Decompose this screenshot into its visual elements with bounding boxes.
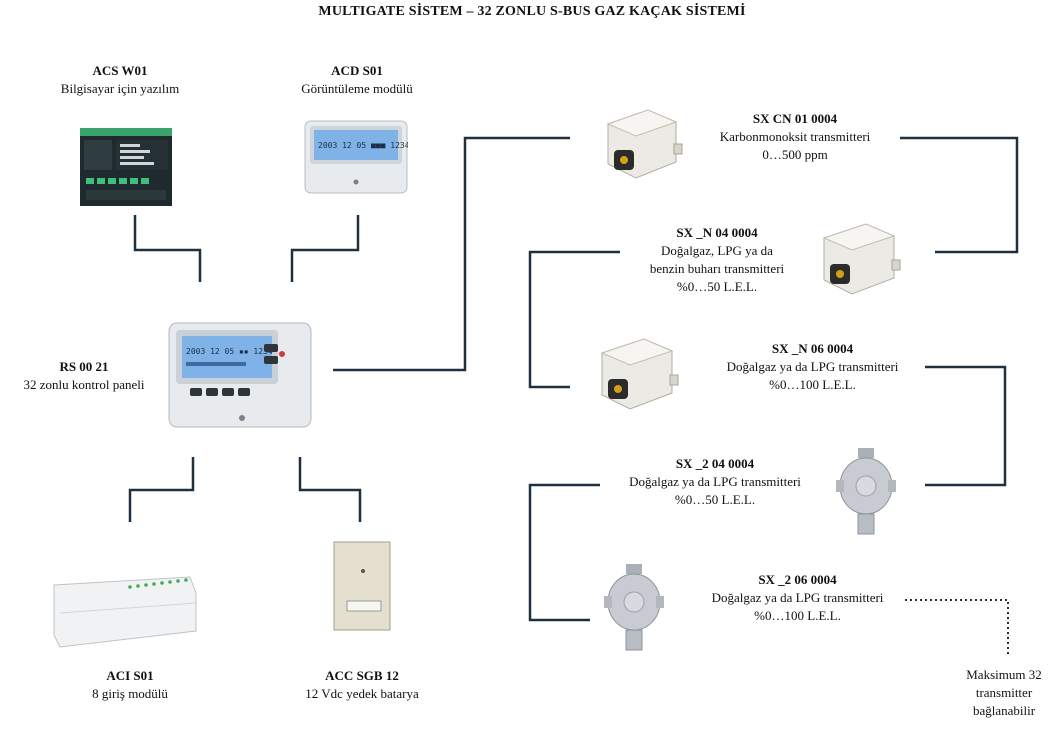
sx-cn-01-line-1: Karbonmonoksit transmitteri [719, 129, 871, 144]
note-line-1: Maksimum 32 [966, 667, 1042, 682]
sx-2-06-label: SX _2 06 0004 Doğalgaz ya da LPG transmi… [685, 571, 910, 625]
sx-n-04-label: SX _N 04 0004 Doğalgaz, LPG ya da benzin… [622, 224, 812, 296]
sx-n-06-code: SX _N 06 0004 [771, 341, 854, 356]
acs-w01-desc: Bilgisayar için yazılım [60, 81, 180, 96]
sx-2-04-label: SX _2 04 0004 Doğalgaz ya da LPG transmi… [600, 455, 830, 509]
input-module-image [53, 576, 197, 648]
acs-w01-label: ACS W01 Bilgisayar için yazılım [30, 62, 210, 98]
computer-software-screen-image [80, 128, 172, 206]
sx-2-04-line-2: %0…50 L.E.L. [674, 492, 756, 507]
control-panel-image: 2003 12 05 ▪▪ 1234 [168, 322, 312, 428]
acd-s01-screen-text: 2003 12 05 ■■■ 1234 [318, 141, 408, 150]
sx-n-06-line-2: %0…100 L.E.L. [769, 377, 856, 392]
sx-n-04-line-2: benzin buharı transmitteri [649, 261, 785, 276]
sx-2-06-line-2: %0…100 L.E.L. [754, 608, 841, 623]
sx-n-06-label: SX _N 06 0004 Doğalgaz ya da LPG transmi… [700, 340, 925, 394]
note-line-2: transmitter [975, 685, 1033, 700]
note-line-3: bağlanabilir [972, 703, 1036, 718]
acc-sgb-12-label: ACC SGB 12 12 Vdc yedek batarya [272, 667, 452, 703]
sx-cn-01-code: SX CN 01 0004 [752, 111, 838, 126]
sx-n-04-line-3: %0…50 L.E.L. [676, 279, 758, 294]
sx-n-04-code: SX _N 04 0004 [676, 225, 758, 240]
diagram-title: MULTIGATE SİSTEM – 32 ZONLU S-BUS GAZ KA… [318, 4, 746, 19]
sx-n-04-line-1: Doğalgaz, LPG ya da [661, 243, 773, 258]
aci-s01-code: ACI S01 [106, 668, 154, 683]
co-transmitter-image [606, 109, 683, 179]
explosion-proof-transmitter-50-image [836, 448, 896, 535]
sx-cn-01-label: SX CN 01 0004 Karbonmonoksit transmitter… [690, 110, 900, 164]
rs-00-21-screen-text: 2003 12 05 ▪▪ 1234 [186, 347, 273, 356]
aci-s01-desc: 8 giriş modülü [92, 686, 168, 701]
acd-s01-desc: Görüntüleme modülü [301, 81, 413, 96]
gas-lpg-transmitter-100-image [600, 338, 679, 410]
sx-2-04-line-1: Doğalgaz ya da LPG transmitteri [629, 474, 801, 489]
gas-lpg-fuel-transmitter-image [822, 223, 901, 295]
backup-battery-image [333, 541, 391, 631]
aci-s01-label: ACI S01 8 giriş modülü [40, 667, 220, 703]
acc-sgb-12-desc: 12 Vdc yedek batarya [305, 686, 419, 701]
sx-2-04-code: SX _2 04 0004 [675, 456, 755, 471]
acs-w01-code: ACS W01 [92, 63, 148, 78]
sx-n-06-line-1: Doğalgaz ya da LPG transmitteri [726, 359, 899, 374]
acd-s01-code: ACD S01 [331, 63, 383, 78]
max-transmitter-note: Maksimum 32 transmitter bağlanabilir [948, 666, 1060, 720]
acd-s01-label: ACD S01 Görüntüleme modülü [262, 62, 452, 98]
display-module-image: 2003 12 05 ■■■ 1234 [304, 120, 408, 194]
explosion-proof-transmitter-100-image [604, 564, 664, 651]
sx-2-06-line-1: Doğalgaz ya da LPG transmitteri [711, 590, 884, 605]
rs-00-21-desc: 32 zonlu kontrol paneli [23, 377, 145, 392]
sx-2-06-code: SX _2 06 0004 [758, 572, 837, 587]
rs-00-21-label: RS 00 21 32 zonlu kontrol paneli [4, 358, 164, 394]
sx-cn-01-line-2: 0…500 ppm [762, 147, 828, 162]
rs-00-21-code: RS 00 21 [59, 359, 109, 374]
acc-sgb-12-code: ACC SGB 12 [325, 668, 399, 683]
